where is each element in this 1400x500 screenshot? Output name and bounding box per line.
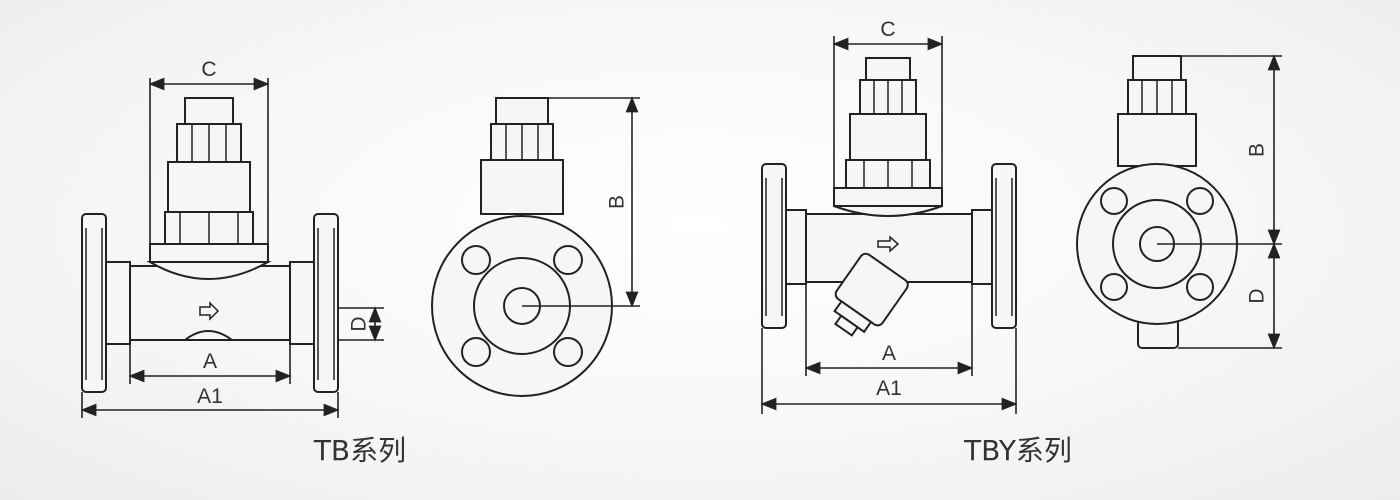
tb-dim-b-label: B: [606, 195, 629, 209]
tb-side-dimensions: B: [522, 96, 640, 308]
tby-dim-d-label: D: [1246, 288, 1269, 303]
tby-front-dimensions: C A A1: [760, 18, 1018, 414]
tb-dim-a1-label: A1: [197, 385, 223, 408]
tby-series-title: TBY系列: [963, 434, 1072, 467]
tby-dim-c-label: C: [880, 18, 895, 41]
tby-dim-b-label: B: [1246, 143, 1269, 157]
tby-dim-a-label: A: [882, 342, 896, 365]
tb-dim-d-label: D: [348, 316, 371, 331]
tb-dim-a-label: A: [203, 350, 217, 373]
tb-side-view: [431, 97, 613, 397]
tby-side-dimensions: B D: [1157, 54, 1282, 350]
tb-series-title: TB系列: [313, 434, 406, 467]
tb-dim-c-label: C: [201, 58, 216, 81]
tb-front-view: [81, 97, 339, 393]
tby-front-view: [761, 57, 1017, 337]
tby-dim-a1-label: A1: [876, 377, 902, 400]
tby-side-view: [1076, 55, 1238, 349]
tb-front-dimensions: C A A1 D: [80, 58, 384, 418]
